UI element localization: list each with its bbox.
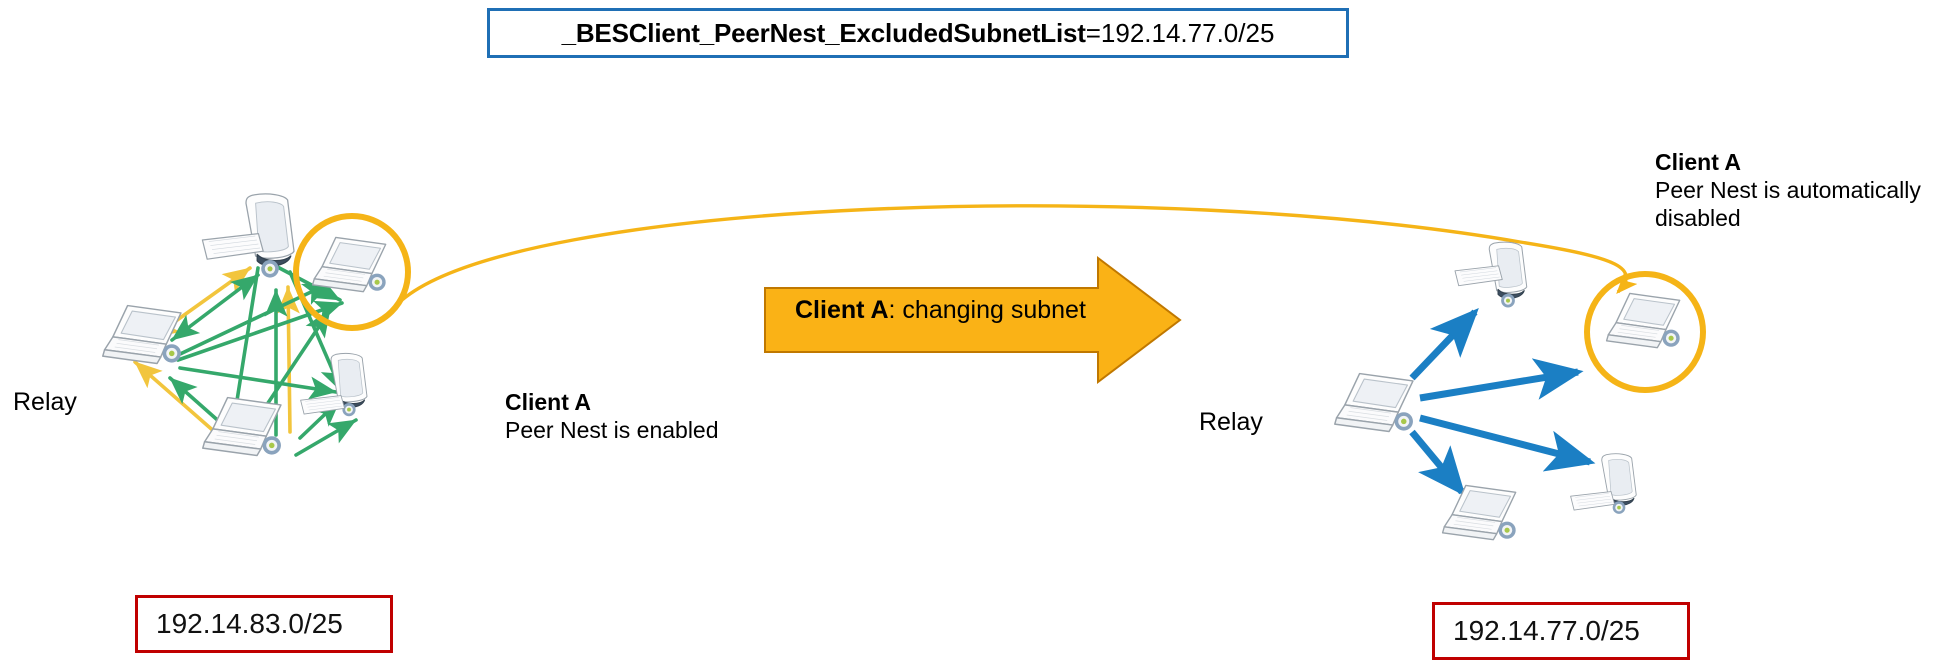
- keyboard-icon: [1570, 491, 1615, 511]
- arrow-label-rest: : changing subnet: [888, 296, 1086, 324]
- client-a-highlight-circle-left: [293, 213, 411, 331]
- keyboard-icon: [1454, 265, 1503, 287]
- callout-heading: Client A: [505, 389, 592, 415]
- right-star-links: [1409, 307, 1596, 497]
- laptop-icon: [1605, 292, 1681, 349]
- formula-equals: =: [1085, 17, 1101, 48]
- laptop-icon: [311, 236, 387, 293]
- laptop-icon: [102, 304, 182, 365]
- left-devices: [102, 193, 387, 457]
- migration-curve-arrow: [400, 204, 1638, 302]
- right-devices: [1334, 241, 1681, 541]
- peer-link-green: [168, 260, 358, 457]
- laptop-icon: [1334, 372, 1414, 433]
- client-a-callout-left: Client A Peer Nest is enabled: [505, 388, 835, 444]
- keyboard-icon: [300, 395, 345, 415]
- arrow-label-bold: Client A: [795, 296, 889, 324]
- relay-label-right: Relay: [1199, 408, 1263, 436]
- callout-body: Peer Nest is automatically disabled: [1655, 177, 1921, 232]
- callout-heading: Client A: [1655, 149, 1742, 175]
- laptop-icon: [1441, 484, 1517, 541]
- formula-value: 192.14.77.0/25: [1100, 17, 1275, 48]
- desktop-icon: [1488, 241, 1528, 309]
- subnet-box-left: 192.14.83.0/25: [135, 595, 393, 653]
- desktop-icon: [1601, 453, 1637, 515]
- client-a-callout-right: Client A Peer Nest is automatically disa…: [1655, 148, 1945, 232]
- changing-subnet-arrow-label: Client A: changing subnet: [795, 296, 1125, 325]
- subnet-box-right: 192.14.77.0/25: [1432, 602, 1690, 660]
- relay-link-yellow: [133, 266, 300, 450]
- desktop-icon: [245, 193, 295, 279]
- callout-body: Peer Nest is enabled: [505, 417, 719, 444]
- left-mesh-links: [133, 260, 358, 457]
- keyboard-icon: [201, 233, 264, 260]
- client-a-highlight-circle-right: [1584, 271, 1706, 393]
- relay-label-left: Relay: [13, 388, 77, 416]
- formula-title-box: _BESClient_PeerNest_ExcludedSubnetList =…: [487, 8, 1349, 58]
- desktop-icon: [330, 352, 368, 417]
- laptop-icon: [202, 396, 282, 457]
- formula-key: _BESClient_PeerNest_ExcludedSubnetList: [561, 17, 1086, 48]
